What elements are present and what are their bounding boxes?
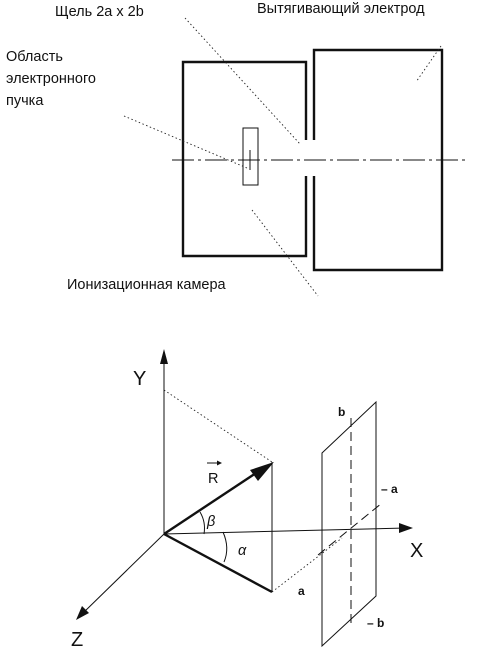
z-axis-line bbox=[81, 533, 165, 615]
chamber-leader bbox=[251, 209, 319, 297]
vector-r-overarrow-head bbox=[217, 460, 222, 466]
z-axis-arrowhead bbox=[76, 606, 89, 620]
y-axis-label: Y bbox=[133, 368, 146, 390]
slit-leader bbox=[184, 17, 301, 145]
b-top-label: b bbox=[338, 405, 345, 419]
chamber-label: Ионизационная камера bbox=[67, 277, 227, 293]
slit-plane bbox=[321, 400, 377, 648]
b-bottom-label: – b bbox=[367, 616, 384, 630]
a-right-label: – a bbox=[381, 482, 398, 496]
projection-ground bbox=[163, 532, 273, 594]
z-axis-label: Z bbox=[71, 629, 83, 650]
vector-r-line bbox=[163, 467, 263, 536]
electrode-label: Вытягивающий электрод bbox=[257, 1, 425, 17]
electrode-leader bbox=[415, 45, 442, 83]
beta-arc bbox=[199, 511, 205, 535]
ionization-chamber-figure: Щель 2a x 2b Вытягивающий электрод Облас… bbox=[6, 1, 468, 297]
dotted-to-y bbox=[163, 389, 273, 463]
chamber-outline bbox=[181, 60, 308, 258]
x-axis-arrowhead bbox=[399, 523, 413, 533]
a-left-label: a bbox=[298, 584, 305, 598]
dotted-to-plane bbox=[271, 537, 343, 593]
coordinate-system-figure: Y X Z R β α b – b – a a bbox=[71, 349, 423, 650]
beta-label: β bbox=[206, 514, 215, 530]
x-axis-label: X bbox=[410, 540, 423, 562]
beam-label-line-3: пучка bbox=[6, 93, 44, 109]
slit-label: Щель 2a x 2b bbox=[55, 4, 144, 20]
electron-beam-region bbox=[242, 127, 259, 186]
vector-r-label: R bbox=[208, 471, 218, 487]
vector-r-arrowhead bbox=[250, 462, 274, 481]
beam-label-line-2: электронного bbox=[6, 71, 96, 87]
x-axis-line bbox=[163, 527, 407, 535]
alpha-arc bbox=[222, 531, 228, 563]
beam-label-line-1: Область bbox=[6, 49, 63, 65]
y-axis-arrowhead bbox=[160, 349, 168, 364]
alpha-label: α bbox=[238, 543, 247, 559]
